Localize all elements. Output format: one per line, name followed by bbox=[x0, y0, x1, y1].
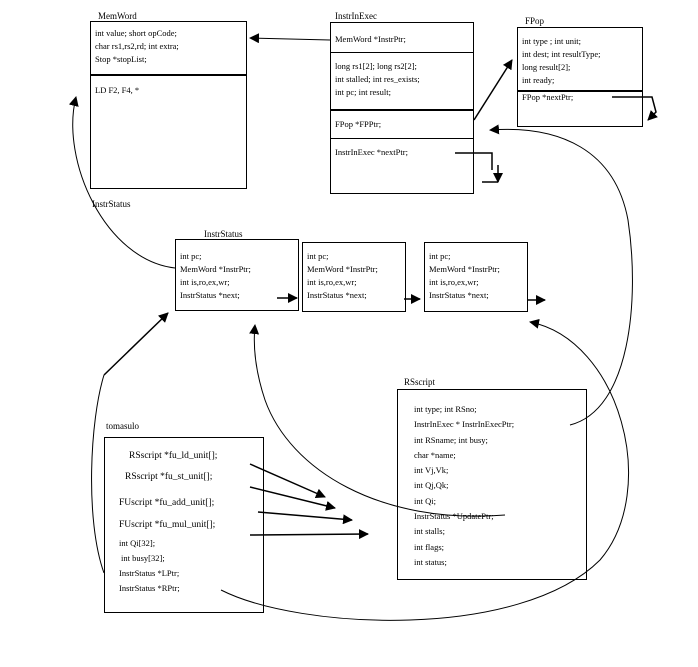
arrow-instrstatus-to-memword bbox=[68, 96, 176, 269]
instrstatus-field: InstrStatus *next; bbox=[429, 290, 489, 300]
memword-title: MemWord bbox=[98, 11, 137, 21]
instrinexec-divider-1 bbox=[331, 52, 473, 53]
instrstatus-box-3: int pc; MemWord *InstrPtr; int is,ro,ex,… bbox=[424, 242, 528, 312]
instrinexec-field: int stalled; int res_exists; bbox=[335, 74, 420, 84]
rsscript-title: RSscript bbox=[404, 377, 436, 387]
arrow-tomasulo-st bbox=[249, 486, 336, 511]
rsscript-field: char *name; bbox=[414, 449, 456, 460]
instrstatus-label: InstrStatus bbox=[92, 199, 131, 209]
rsscript-field: int type; int RSno; bbox=[414, 404, 477, 414]
fpop-field: int type ; int unit; bbox=[522, 36, 582, 46]
tomasulo-field: RSscript *fu_ld_unit[]; bbox=[129, 451, 218, 461]
instrstatus-field: InstrStatus *next; bbox=[180, 290, 240, 300]
arrow-instrinexec-next bbox=[455, 152, 498, 183]
rsscript-field: int status; bbox=[414, 556, 447, 567]
instrstatus-box-2: int pc; MemWord *InstrPtr; int is,ro,ex,… bbox=[302, 242, 406, 312]
instrstatus-field: MemWord *InstrPtr; bbox=[307, 264, 378, 274]
tomasulo-field: FUscript *fu_mul_unit[]; bbox=[119, 520, 216, 530]
memword-box: int value; short opCode; char rs1,rs2,rd… bbox=[90, 21, 247, 189]
fpop-next: FPop *nextPtr; bbox=[522, 92, 574, 102]
memword-field: char rs1,rs2,rd; int extra; bbox=[95, 41, 179, 51]
tomasulo-field: InstrStatus *LPtr; bbox=[119, 568, 180, 578]
instrstatus-field: int is,ro,ex,wr; bbox=[180, 277, 230, 287]
instrstatus-field: int pc; bbox=[307, 251, 329, 261]
fpop-divider bbox=[518, 90, 642, 92]
instrstatus-field: int is,ro,ex,wr; bbox=[307, 277, 357, 287]
rsscript-field: InstrInExec * InstrInExecPtr; bbox=[414, 419, 515, 430]
instrinexec-field: long rs1[2]; long rs2[2]; bbox=[335, 61, 417, 71]
tomasulo-field: FUscript *fu_add_unit[]; bbox=[119, 498, 215, 508]
instrinexec-box: MemWord *InstrPtr; long rs1[2]; long rs2… bbox=[330, 22, 474, 194]
instrinexec-title: InstrInExec bbox=[335, 11, 377, 21]
memword-field: Stop *stopList; bbox=[95, 54, 147, 64]
instrinexec-next-section: InstrInExec *nextPtr; bbox=[331, 146, 473, 159]
tomasulo-field: int Qi[32]; bbox=[119, 538, 156, 548]
tomasulo-field: InstrStatus *RPtr; bbox=[119, 583, 180, 593]
instrinexec-fp: FPop *FPPtr; bbox=[335, 119, 382, 129]
instrstatus-field: int pc; bbox=[429, 251, 451, 261]
memword-example-section: LD F2, F4, * bbox=[91, 84, 246, 97]
tomasulo-field: int busy[32]; bbox=[121, 553, 165, 563]
arrow-tomasulo-mul bbox=[249, 529, 369, 540]
tomasulo-title: tomasulo bbox=[106, 421, 139, 431]
rsscript-field: int flags; bbox=[414, 541, 444, 552]
arrow-fpptr-to-fpop bbox=[473, 59, 513, 121]
fpop-fields: int type ; int unit; int dest; int resul… bbox=[518, 35, 642, 87]
memword-divider bbox=[91, 74, 246, 76]
instrinexec-next: InstrInExec *nextPtr; bbox=[335, 147, 408, 157]
tomasulo-field: RSscript *fu_st_unit[]; bbox=[125, 472, 213, 482]
instrinexec-ptr-section: MemWord *InstrPtr; bbox=[331, 33, 473, 46]
memword-field: int value; short opCode; bbox=[95, 28, 177, 38]
instrstatus-field: int pc; bbox=[180, 251, 202, 261]
instrstatus-field: MemWord *InstrPtr; bbox=[429, 264, 500, 274]
fpop-next-section: FPop *nextPtr; bbox=[518, 91, 642, 104]
instrstatus-box-1: int pc; MemWord *InstrPtr; int is,ro,ex,… bbox=[175, 239, 299, 311]
fpop-field: int ready; bbox=[522, 75, 555, 85]
rsscript-field: int Qi; bbox=[414, 495, 436, 506]
arrow-tomasulo-ld bbox=[249, 463, 326, 498]
instrstatus-field: InstrStatus *next; bbox=[307, 290, 367, 300]
fpop-field: long result[2]; bbox=[522, 62, 571, 72]
arrow-rsscript-to-instrstatus bbox=[249, 324, 506, 517]
instrinexec-fields: long rs1[2]; long rs2[2]; int stalled; i… bbox=[331, 60, 473, 99]
arrow-instrptr-to-memword bbox=[249, 33, 331, 44]
instrstatus-field: MemWord *InstrPtr; bbox=[180, 264, 251, 274]
rsscript-field: int Vj,Vk; bbox=[414, 465, 449, 476]
arrow-tomasulo-add bbox=[257, 511, 353, 525]
instrinexec-ptr: MemWord *InstrPtr; bbox=[335, 34, 406, 44]
rsscript-field: int RSname; int busy; bbox=[414, 434, 488, 445]
instrstatus-field: int is,ro,ex,wr; bbox=[429, 277, 479, 287]
arrow-rsscript-to-instrinexec bbox=[489, 124, 633, 426]
arrow-tomasulo-to-instrstatus-right bbox=[220, 318, 629, 621]
fpop-box: int type ; int unit; int dest; int resul… bbox=[517, 27, 643, 127]
instrstatus-title: InstrStatus bbox=[204, 229, 243, 239]
fpop-field: int dest; int resultType; bbox=[522, 49, 601, 59]
arrow-tomasulo-to-instrstatus-left bbox=[91, 374, 105, 574]
instrinexec-field: int pc; int result; bbox=[335, 87, 391, 97]
fpop-title: FPop bbox=[525, 16, 545, 26]
memword-fields: int value; short opCode; char rs1,rs2,rd… bbox=[91, 27, 246, 66]
rsscript-box: int type; int RSno; InstrInExec * InstrI… bbox=[397, 389, 587, 580]
memword-example: LD F2, F4, * bbox=[95, 85, 140, 95]
rsscript-field: int Qj,Qk; bbox=[414, 480, 449, 491]
tomasulo-box: RSscript *fu_ld_unit[]; RSscript *fu_st_… bbox=[104, 437, 264, 613]
instrinexec-fp-section: FPop *FPPtr; bbox=[331, 118, 473, 131]
instrinexec-divider-2 bbox=[331, 109, 473, 111]
arrow-tomasulo-up bbox=[103, 312, 169, 376]
instrinexec-divider-3 bbox=[331, 138, 473, 139]
arrow-fpop-next bbox=[612, 96, 658, 121]
rsscript-field: int stalls; bbox=[414, 526, 445, 537]
